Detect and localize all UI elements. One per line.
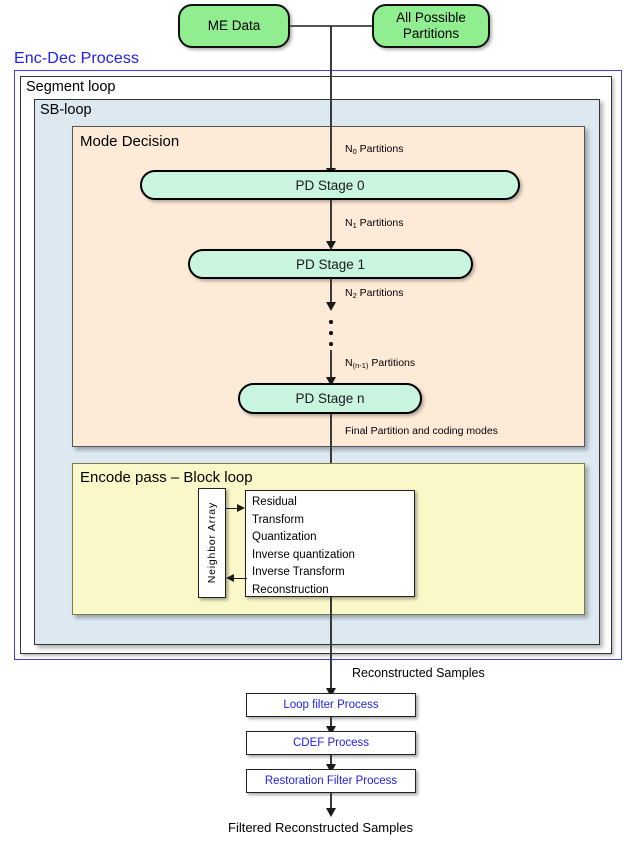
arrow-to-loop-filter	[326, 688, 336, 697]
neighbor-array-box[interactable]: Neighbor Array	[198, 488, 226, 598]
edge-label-nn-symbol: N	[345, 357, 353, 369]
line-dots-to-stagen	[330, 350, 332, 381]
edge-label-n2: N2 Partitions	[345, 287, 404, 300]
edge-label-n1-sub: 1	[352, 221, 357, 230]
all-possible-partitions-box[interactable]: All Possible Partitions	[372, 4, 490, 48]
loop-filter-process-label: Loop filter Process	[283, 699, 379, 711]
arrow-to-stage1	[326, 241, 336, 250]
line-neighbor-to-steps	[226, 508, 239, 510]
pd-stage-1-label: PD Stage 1	[295, 256, 366, 272]
edge-label-n1: N1 Partitions	[345, 217, 404, 230]
pd-stage-n-label: PD Stage n	[295, 391, 365, 406]
neighbor-array-label: Neighbor Array	[206, 502, 218, 584]
pd-stage-0-box[interactable]: PD Stage 0	[140, 170, 520, 200]
restoration-filter-process-box[interactable]: Restoration Filter Process	[246, 769, 416, 793]
segment-loop-title: Segment loop	[26, 79, 116, 95]
restoration-filter-process-label: Restoration Filter Process	[264, 775, 398, 787]
ellipsis-dot-3	[329, 342, 333, 346]
filtered-reconstructed-samples-label: Filtered Reconstructed Samples	[228, 820, 413, 835]
sb-loop-title: SB-loop	[40, 102, 92, 118]
encode-steps-list: Residual Transform Quantization Inverse …	[246, 491, 414, 599]
edge-label-n-minus-1: N(n-1) Partitions	[345, 357, 416, 370]
pd-stage-0-label: PD Stage 0	[295, 177, 365, 193]
ellipsis-dot-1	[329, 320, 333, 324]
encode-step-residual: Residual	[252, 496, 297, 508]
edge-label-nn-sub: (n-1)	[352, 361, 369, 370]
arrow-to-output	[326, 808, 336, 817]
all-possible-partitions-label: All Possible Partitions	[396, 10, 466, 41]
line-cdef-to-restoration	[330, 755, 332, 771]
pd-stage-1-box[interactable]: PD Stage 1	[188, 249, 473, 279]
edge-label-n2-symbol: N	[345, 287, 353, 299]
line-encodepass-to-filters	[330, 597, 332, 695]
encode-pass-title: Encode pass – Block loop	[80, 469, 253, 486]
encode-step-transform: Transform	[252, 513, 304, 526]
arrow-to-restoration	[326, 764, 336, 773]
enc-dec-process-label: Enc-Dec Process	[14, 50, 140, 67]
me-data-box[interactable]: ME Data	[178, 4, 290, 48]
encode-steps-box[interactable]: Residual Transform Quantization Inverse …	[245, 490, 415, 597]
line-stagen-to-encodepass	[330, 414, 332, 492]
trunk-line-to-stage0	[330, 25, 332, 173]
line-stage0-to-stage1	[330, 200, 332, 245]
edge-label-n0-sub: 0	[352, 147, 357, 156]
edge-label-final-partition: Final Partition and coding modes	[345, 425, 498, 437]
line-steps-to-neighbor	[234, 578, 247, 580]
edge-label-n1-symbol: N	[345, 217, 353, 229]
edge-label-n0: N0 Partitions	[345, 143, 404, 156]
line-stage1-to-dots	[330, 279, 332, 306]
edge-label-nn-tail: Partitions	[368, 357, 416, 369]
arrow-steps-to-neighbor	[226, 574, 234, 582]
mode-decision-title: Mode Decision	[80, 133, 180, 150]
encode-step-inverse-quantization: Inverse quantization	[252, 548, 355, 561]
line-restoration-to-output	[330, 793, 332, 815]
edge-label-n2-tail: Partitions	[356, 287, 404, 299]
encode-step-reconstruction: Reconstruction	[252, 583, 329, 596]
arrow-neighbor-to-steps	[237, 504, 245, 512]
edge-label-n2-sub: 2	[352, 291, 357, 300]
cdef-process-label: CDEF Process	[292, 737, 370, 749]
pd-stage-n-box[interactable]: PD Stage n	[238, 383, 422, 414]
loop-filter-process-box[interactable]: Loop filter Process	[246, 693, 416, 717]
ellipsis-dot-2	[329, 331, 333, 335]
me-data-label: ME Data	[207, 18, 261, 34]
edge-label-n0-tail: Partitions	[356, 143, 404, 155]
reconstructed-samples-label: Reconstructed Samples	[352, 666, 485, 680]
line-loopfilter-to-cdef	[330, 717, 332, 733]
arrow-to-dots	[326, 302, 336, 311]
encode-step-inverse-transform: Inverse Transform	[252, 566, 345, 578]
enc-dec-process-frame	[14, 70, 622, 660]
edge-label-n0-symbol: N	[345, 143, 353, 155]
cdef-process-box[interactable]: CDEF Process	[246, 731, 416, 755]
arrow-to-stagen	[326, 377, 336, 386]
arrow-to-cdef	[326, 726, 336, 735]
edge-label-n1-tail: Partitions	[356, 217, 404, 229]
encode-step-quantization: Quantization	[252, 531, 317, 543]
